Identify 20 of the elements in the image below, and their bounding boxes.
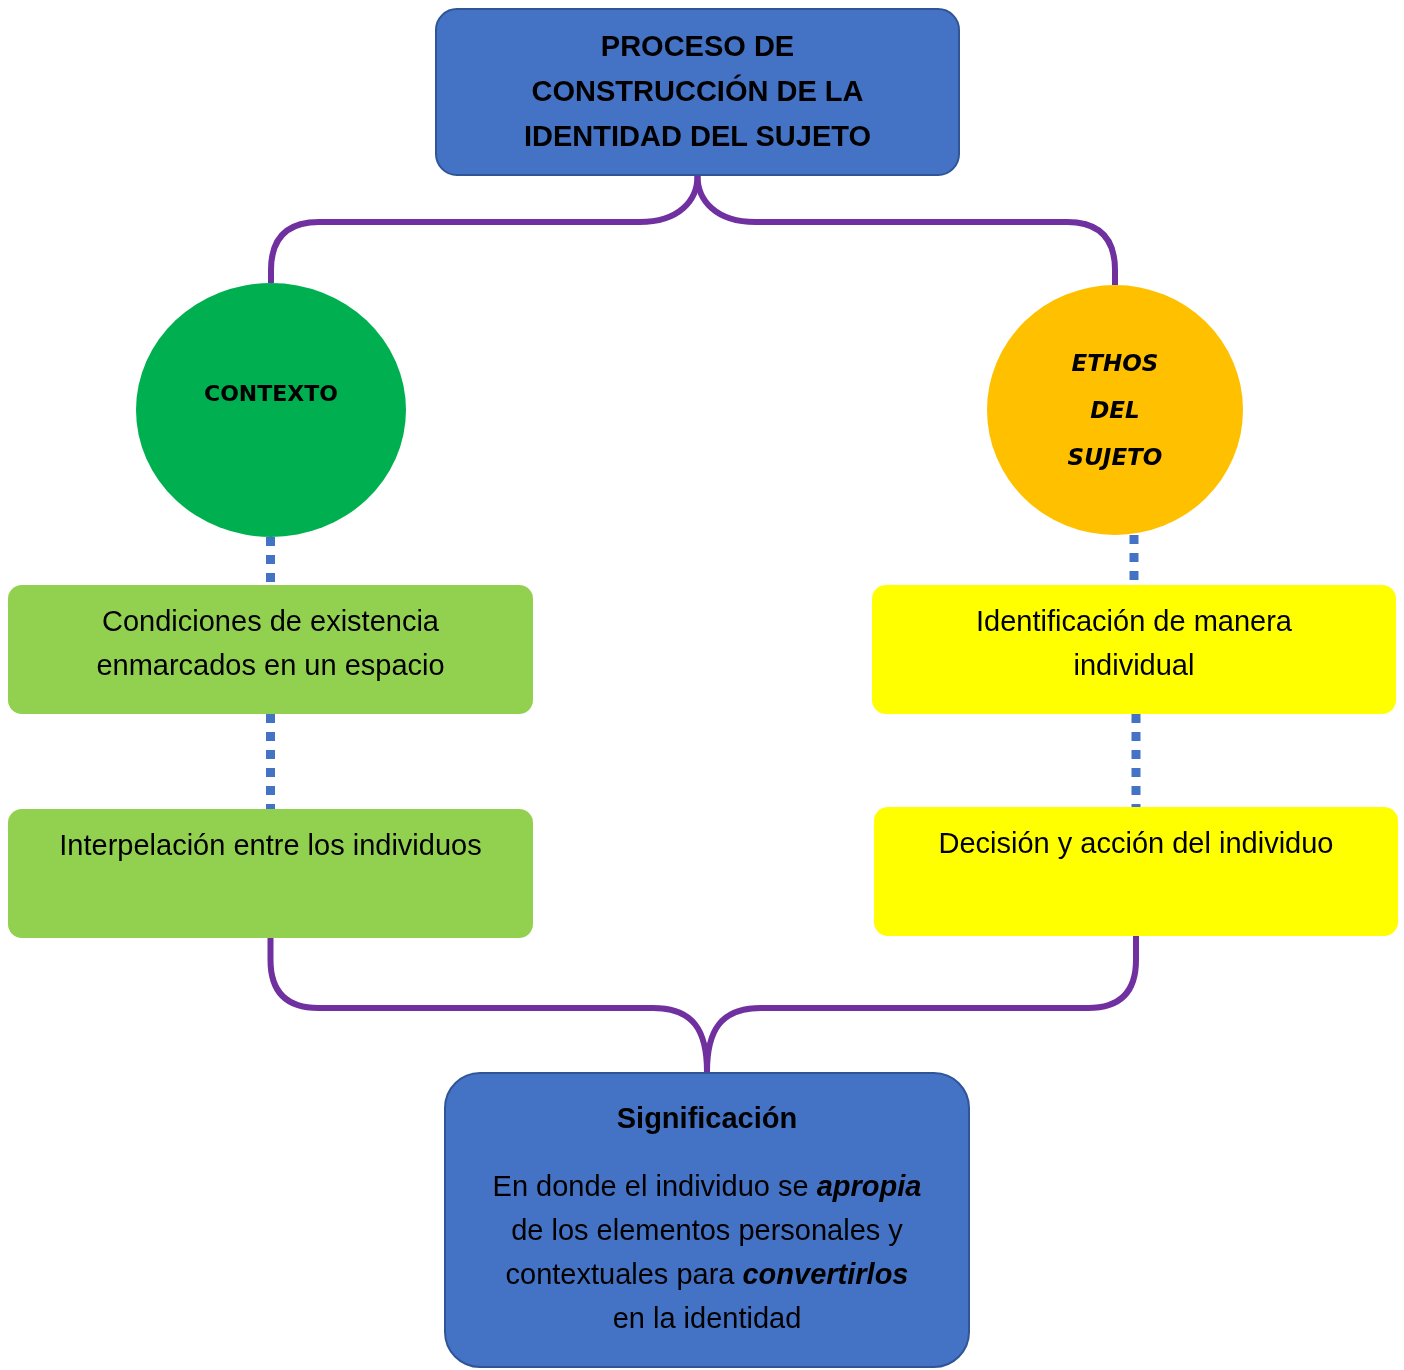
dotted-connector bbox=[266, 714, 275, 809]
box-text: Identificación de manera individual bbox=[975, 604, 1293, 683]
box-text: En donde el individuo se apropia de los elementos personales y contextuales para convertirlos en la identidad bbox=[492, 1169, 922, 1336]
dotted-connector bbox=[266, 537, 275, 585]
title-text: PROCESO DE CONSTRUCCIÓN DE LA IDENTIDAD DEL SUJETO bbox=[523, 29, 872, 154]
box-text: Condiciones de existencia enmarcados en un espacio bbox=[95, 604, 446, 683]
process-box bbox=[874, 807, 1398, 936]
process-box bbox=[8, 809, 533, 938]
box-heading: Significación bbox=[616, 1101, 798, 1136]
result-box bbox=[444, 1072, 970, 1368]
title-box bbox=[435, 8, 960, 176]
process-box bbox=[872, 585, 1396, 714]
circle-label: ETHOS DEL SUJETO bbox=[1066, 348, 1164, 472]
curved-connector bbox=[704, 936, 1139, 1073]
circle-label: CONTEXTO bbox=[203, 380, 339, 408]
box-text: Decisión y acción del individuo bbox=[938, 826, 1334, 861]
process-box bbox=[8, 585, 533, 714]
curved-connector bbox=[694, 175, 1118, 285]
box-text: Interpelación entre los individuos bbox=[59, 828, 482, 863]
dotted-connector bbox=[1131, 714, 1141, 807]
